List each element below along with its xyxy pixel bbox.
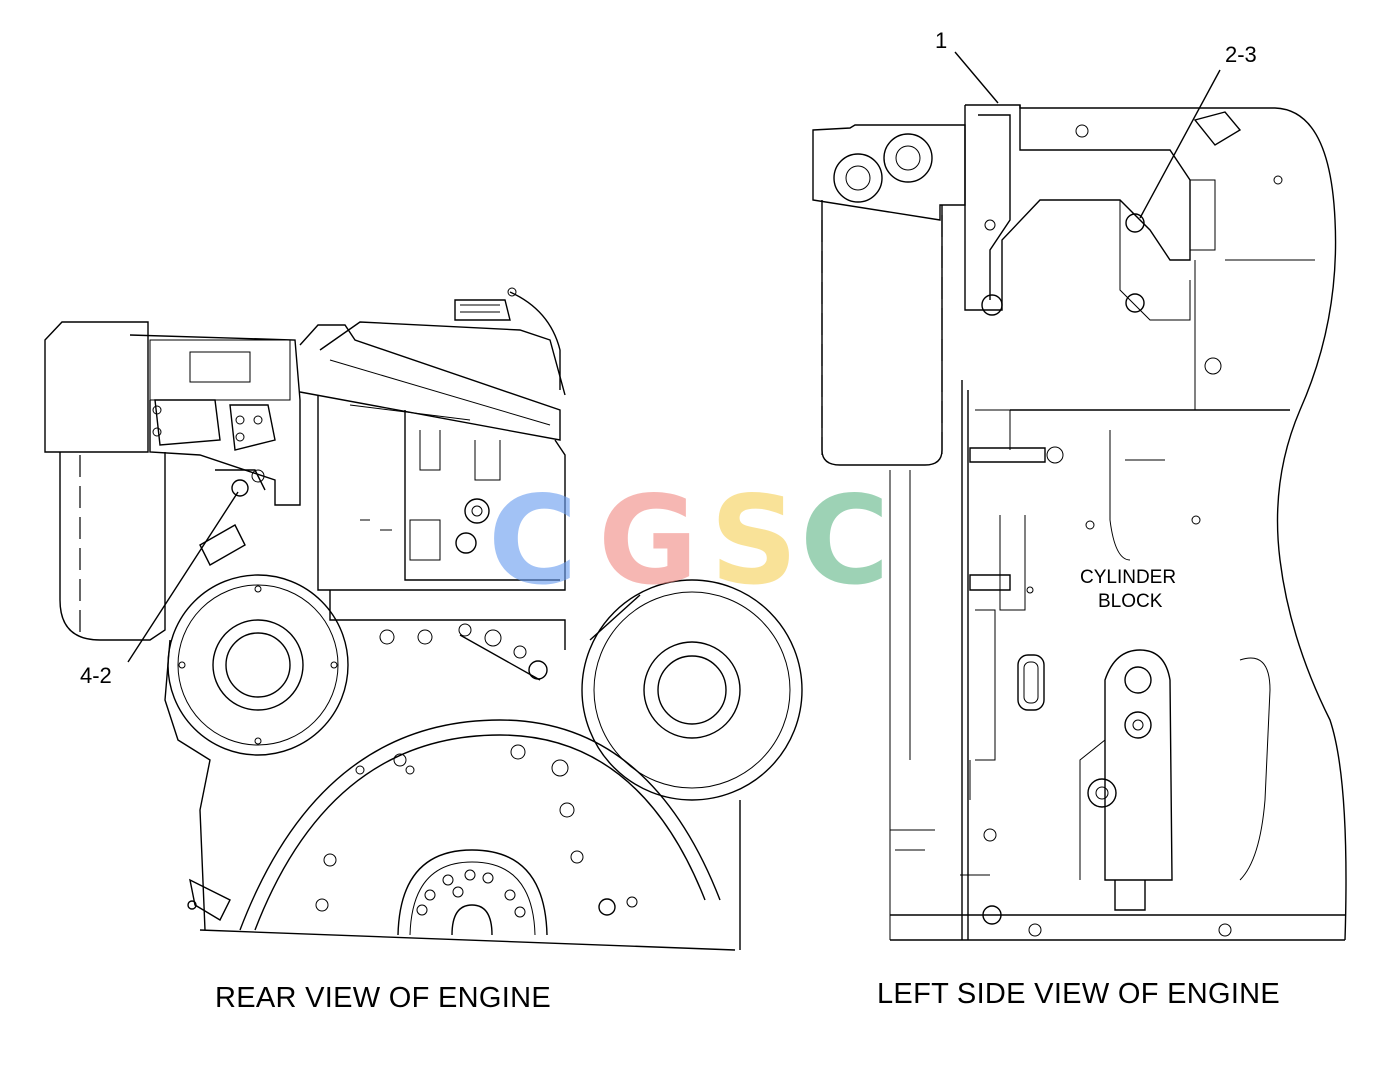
left-side-view-caption: LEFT SIDE VIEW OF ENGINE <box>877 978 1280 1010</box>
watermark-letter-4: C <box>800 470 890 612</box>
watermark-letter-1: C <box>488 470 578 612</box>
callout-1: 1 <box>935 28 947 53</box>
watermark-letter-3: S <box>710 470 798 612</box>
leader-line-2-3 <box>1139 69 1221 219</box>
leader-lines <box>127 51 1221 663</box>
rear-view-caption: REAR VIEW OF ENGINE <box>215 982 551 1014</box>
leader-line-4-2 <box>127 491 239 663</box>
rear-view-drawing <box>44 287 803 951</box>
cgsc-watermark: C G S C <box>488 470 890 612</box>
callout-4-2: 4-2 <box>80 663 112 688</box>
watermark-letter-2: G <box>598 470 698 612</box>
leader-line-1 <box>954 51 999 104</box>
cylinder-block-label-line2: BLOCK <box>1098 591 1163 612</box>
cylinder-block-label-line1: CYLINDER <box>1080 567 1176 588</box>
left-side-view-drawing <box>812 104 1347 941</box>
callout-2-3: 2-3 <box>1225 42 1257 67</box>
